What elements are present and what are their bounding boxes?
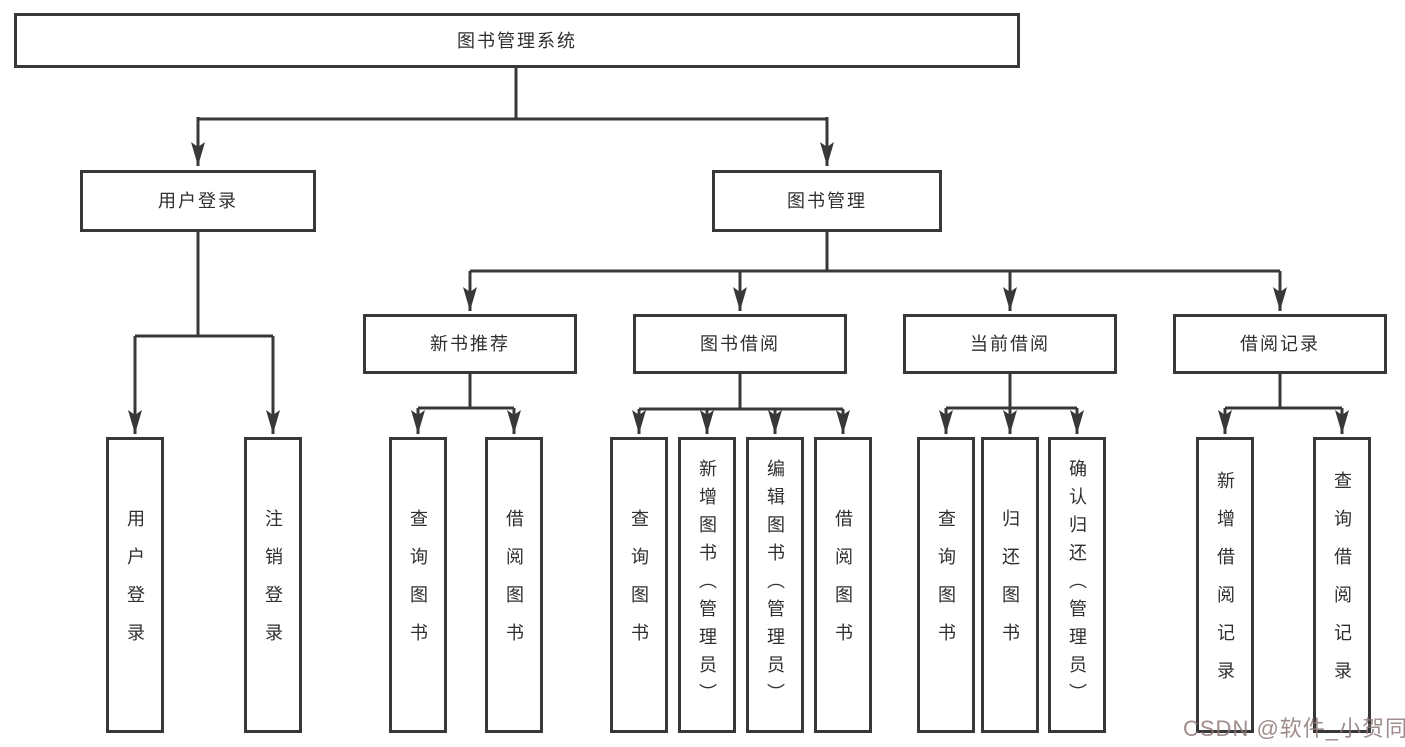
leaf-label: 编辑图书（管理员） — [765, 459, 785, 711]
node-library-management-system: 图书管理系统 — [14, 13, 1020, 68]
node-label: 图书借阅 — [700, 334, 780, 354]
leaf-label: 查询图书 — [408, 509, 428, 661]
leaf-label: 归还图书 — [1000, 509, 1020, 661]
node-book-management: 图书管理 — [712, 170, 942, 232]
leaf-query-borrow-record: 查询借阅记录 — [1313, 437, 1371, 733]
leaf-label: 查询图书 — [936, 509, 956, 661]
leaf-edit-books-admin: 编辑图书（管理员） — [746, 437, 804, 733]
leaf-label: 确认归还（管理员） — [1067, 459, 1087, 711]
leaf-label: 注销登录 — [263, 509, 283, 661]
leaf-user-login: 用户登录 — [106, 437, 164, 733]
leaf-query-books-current: 查询图书 — [917, 437, 975, 733]
leaf-label: 用户登录 — [125, 509, 145, 661]
csdn-watermark: CSDN @软件_小贺同学 — [1183, 716, 1405, 741]
node-borrow-records: 借阅记录 — [1173, 314, 1387, 374]
leaf-return-books: 归还图书 — [981, 437, 1039, 733]
leaf-label: 新增图书（管理员） — [697, 459, 717, 711]
node-user-login: 用户登录 — [80, 170, 316, 232]
leaf-logout: 注销登录 — [244, 437, 302, 733]
leaf-label: 查询借阅记录 — [1332, 471, 1352, 699]
leaf-query-books-recommend: 查询图书 — [389, 437, 447, 733]
node-new-book-recommend: 新书推荐 — [363, 314, 577, 374]
leaf-label: 查询图书 — [629, 509, 649, 661]
node-label: 借阅记录 — [1240, 334, 1320, 354]
node-label: 图书管理 — [787, 191, 867, 211]
leaf-label: 借阅图书 — [504, 509, 524, 661]
leaf-confirm-return-admin: 确认归还（管理员） — [1048, 437, 1106, 733]
node-label: 用户登录 — [158, 191, 238, 211]
leaf-add-books-admin: 新增图书（管理员） — [678, 437, 736, 733]
node-label: 图书管理系统 — [457, 30, 577, 51]
leaf-borrow-books: 借阅图书 — [814, 437, 872, 733]
node-current-borrow: 当前借阅 — [903, 314, 1117, 374]
leaf-label: 借阅图书 — [833, 509, 853, 661]
leaf-add-borrow-record: 新增借阅记录 — [1196, 437, 1254, 733]
leaf-borrow-books-recommend: 借阅图书 — [485, 437, 543, 733]
leaf-query-books-borrow: 查询图书 — [610, 437, 668, 733]
node-label: 当前借阅 — [970, 334, 1050, 354]
leaf-label: 新增借阅记录 — [1215, 471, 1235, 699]
node-label: 新书推荐 — [430, 334, 510, 354]
node-book-borrow: 图书借阅 — [633, 314, 847, 374]
